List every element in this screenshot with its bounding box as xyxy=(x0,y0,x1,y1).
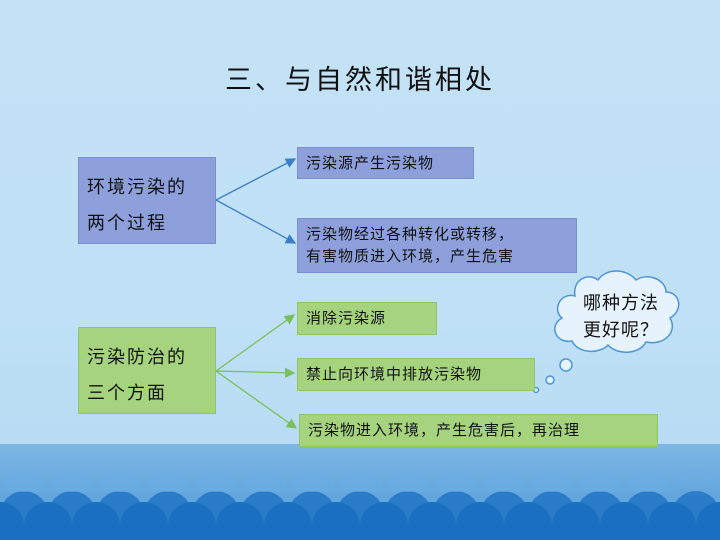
thought-bubble-text: 哪种方法 更好呢？ xyxy=(566,290,676,344)
thought-line2: 更好呢？ xyxy=(583,320,659,341)
connector-arrow xyxy=(215,314,296,372)
group2-item-box: 禁止向环境中排放污染物 xyxy=(297,358,535,391)
group1-head-box: 环境污染的 两个过程 xyxy=(78,157,216,244)
group1-head-line1: 环境污染的 xyxy=(87,177,187,198)
group1-item-text: 污染物经过各种转化或转移， xyxy=(306,225,515,243)
wave-decoration xyxy=(0,491,720,540)
group2-head-line1: 污染防治的 xyxy=(87,347,187,368)
group1-item-box: 污染物经过各种转化或转移， 有害物质进入环境，产生危害 xyxy=(297,218,577,273)
thought-bubble xyxy=(532,270,680,394)
group2-item-box: 污染物进入环境，产生危害后，再治理 xyxy=(299,414,658,447)
page-title: 三、与自然和谐相处 xyxy=(225,65,495,96)
connector-arrow xyxy=(215,199,297,244)
thought-line1: 哪种方法 xyxy=(583,293,659,314)
group2-item-text: 禁止向环境中排放污染物 xyxy=(306,365,483,383)
group1-item-text: 有害物质进入环境，产生危害 xyxy=(306,247,515,265)
group1-item-box: 污染源产生污染物 xyxy=(297,147,474,179)
connector-arrow xyxy=(215,367,296,378)
group2-head-line2: 三个方面 xyxy=(87,383,167,404)
connector-arrow xyxy=(215,370,298,429)
group2-item-text: 消除污染源 xyxy=(306,309,387,327)
group2-item-text: 污染物进入环境，产生危害后，再治理 xyxy=(308,421,581,439)
group1-item-text: 污染源产生污染物 xyxy=(306,154,435,172)
wave-highlight xyxy=(0,468,720,495)
group2-item-box: 消除污染源 xyxy=(297,302,437,335)
connector-arrow xyxy=(215,158,297,201)
group2-head-box: 污染防治的 三个方面 xyxy=(78,327,216,414)
group1-head-line2: 两个过程 xyxy=(87,213,167,234)
